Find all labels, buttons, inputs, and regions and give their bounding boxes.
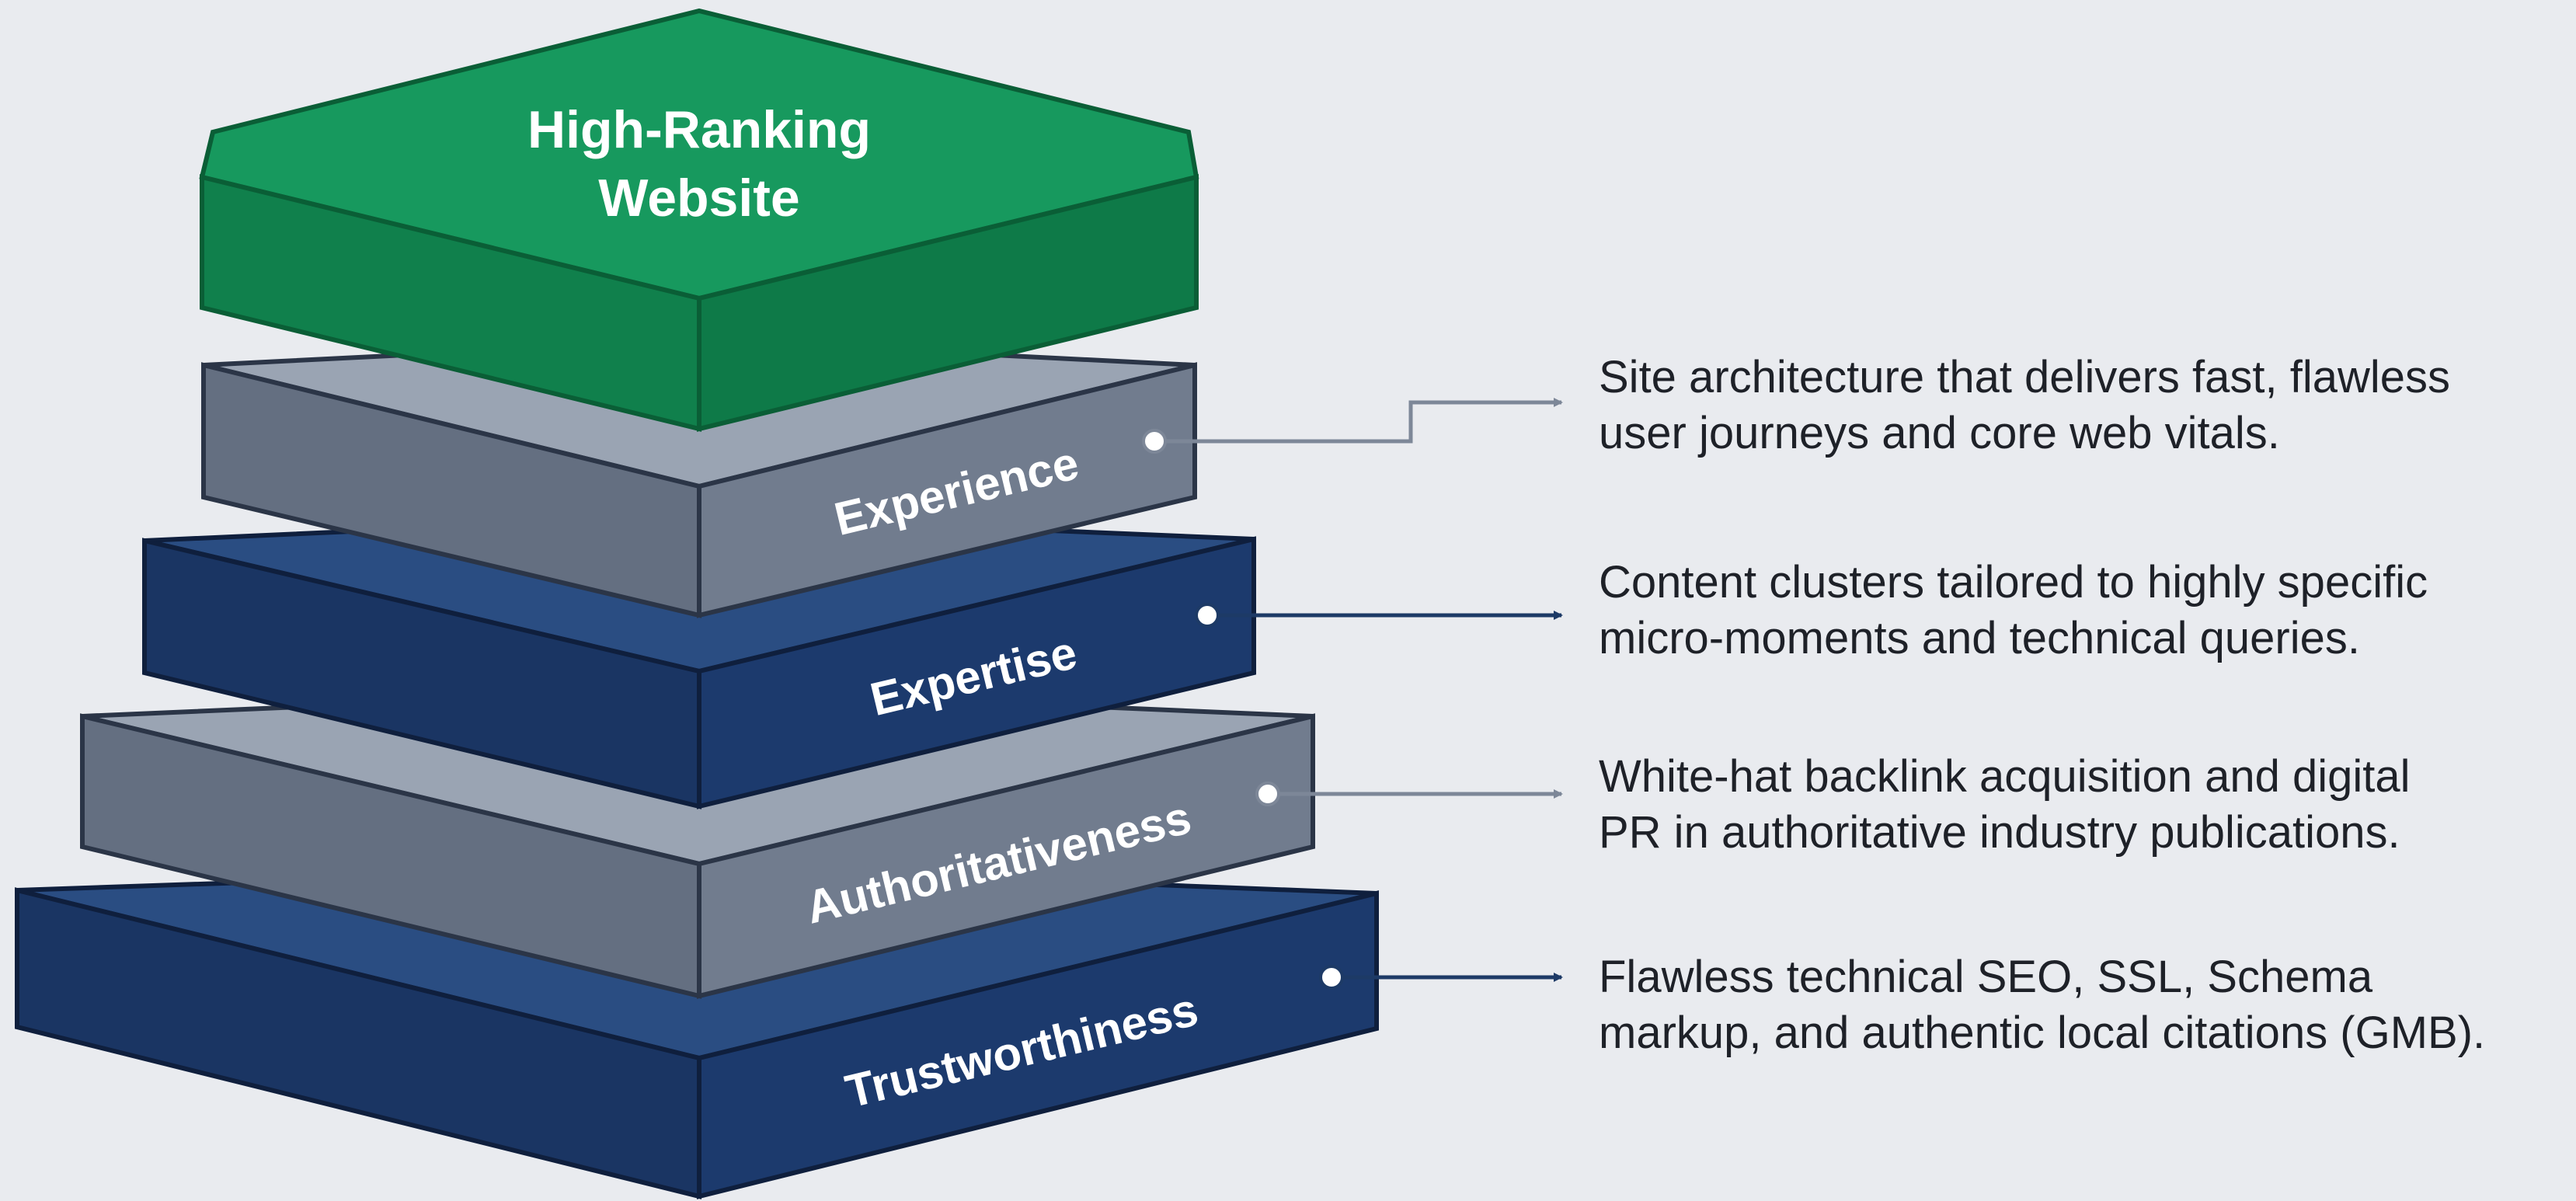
layer-authoritativeness-right-face	[697, 713, 1315, 999]
description-authoritativeness-line1: White-hat backlink acquisition and digit…	[1599, 751, 2411, 802]
connector-expertise-dot	[1195, 603, 1220, 628]
description-trustworthiness-line1: Flawless technical SEO, SSL, Schema	[1599, 952, 2373, 1002]
top-cap-title-line2: Website	[598, 169, 799, 228]
pyramid-top-cap: High-Ranking Website	[199, 8, 1199, 432]
description-experience-line2: user journeys and core web vitals.	[1599, 408, 2280, 458]
connector-expertise	[1195, 603, 1563, 628]
description-authoritativeness: White-hat backlink acquisition and digit…	[1599, 749, 2411, 861]
top-cap-right-face	[697, 174, 1199, 432]
layer-expertise-right-face	[697, 536, 1256, 809]
connector-experience-line	[1165, 398, 1563, 444]
description-authoritativeness-line2: PR in authoritative industry publication…	[1599, 807, 2400, 858]
description-expertise-line2: micro-moments and technical queries.	[1599, 613, 2360, 663]
connector-experience	[1142, 398, 1563, 454]
description-expertise-line1: Content clusters tailored to highly spec…	[1599, 557, 2428, 607]
description-trustworthiness-line2: markup, and authentic local citations (G…	[1599, 1008, 2486, 1058]
connector-authoritativeness-dot	[1255, 782, 1280, 806]
layer-trustworthiness-right-face	[697, 890, 1379, 1199]
description-experience: Site architecture that delivers fast, fl…	[1599, 350, 2450, 461]
layer-experience-right-face	[697, 362, 1197, 618]
top-cap-title-line1: High-Ranking	[527, 100, 871, 159]
description-expertise: Content clusters tailored to highly spec…	[1599, 555, 2428, 667]
connector-trustworthiness	[1319, 965, 1563, 990]
connector-trustworthiness-dot	[1319, 965, 1344, 990]
description-trustworthiness: Flawless technical SEO, SSL, Schema mark…	[1599, 949, 2485, 1061]
description-experience-line1: Site architecture that delivers fast, fl…	[1599, 352, 2451, 402]
connector-authoritativeness	[1255, 782, 1563, 806]
connector-experience-dot	[1142, 429, 1167, 454]
